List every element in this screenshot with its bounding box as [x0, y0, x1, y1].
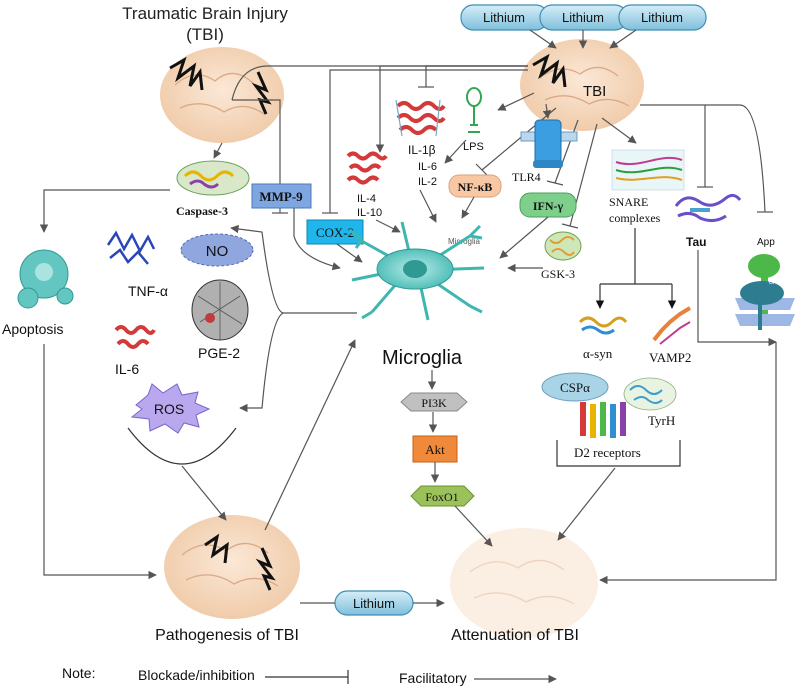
lithium-label-2: Lithium: [562, 10, 604, 25]
legend-blockade-label: Blockade/inhibition: [138, 667, 255, 683]
pge2-label: PGE-2: [198, 345, 240, 361]
akt-label: Akt: [425, 442, 445, 457]
tnfa-label: TNF-α: [128, 283, 168, 299]
gsk3-label: GSK-3: [541, 267, 575, 281]
lithium-top-group: Lithium Lithium Lithium: [460, 4, 707, 31]
title-line2: (TBI): [186, 25, 224, 44]
snare-label-2: complexes: [609, 211, 661, 225]
attenuation-label: Attenuation of TBI: [451, 627, 579, 644]
brain-tbi: [520, 39, 644, 131]
tyrh-label: TyrH: [648, 413, 675, 428]
il6-top-label: IL-6: [418, 161, 437, 173]
lps-label: LPS: [463, 141, 484, 153]
tau-label: Tau: [686, 235, 706, 249]
mmp9-label: MMP-9: [259, 189, 303, 204]
ros-starburst: ROS: [130, 383, 211, 434]
lithium-label-3: Lithium: [641, 10, 683, 25]
pge2-molecule-icon: [191, 279, 249, 341]
ros-label: ROS: [154, 401, 184, 417]
il6-protein-icon: [114, 325, 156, 349]
title-line1: Traumatic Brain Injury: [122, 4, 288, 23]
app-label: App: [757, 237, 775, 248]
cox2-label: COX-2: [316, 225, 354, 240]
no-cloud: NO: [180, 233, 254, 267]
lithium-bottom: Lithium: [334, 590, 414, 616]
akt-box: Akt: [412, 435, 458, 463]
foxo1-label: FoxO1: [425, 490, 458, 504]
il4-label: IL-4: [357, 193, 376, 205]
mmp9-box: MMP-9: [251, 183, 312, 209]
brain-attenuation: [450, 528, 598, 638]
il1b-protein-icon: [395, 99, 446, 137]
asyn-protein-icon: [578, 316, 628, 335]
il4-protein-icon: [346, 151, 388, 185]
bace1-label: BACE1: [769, 280, 789, 286]
snare-complex-icon: [611, 149, 685, 191]
d2-receptors-label: D2 receptors: [574, 445, 641, 460]
pathogenesis-label: Pathogenesis of TBI: [155, 627, 299, 644]
foxo1-box: FoxO1: [410, 485, 475, 507]
microglia-cell-icon: [349, 221, 485, 321]
pi3k-box: PI3K: [400, 392, 468, 412]
vamp2-protein-icon: [652, 306, 692, 345]
caspase3-label: Caspase-3: [176, 204, 228, 218]
tau-protein-icon: [674, 193, 742, 223]
legend-blockade-symbol: [265, 670, 349, 684]
cspa-label: CSPα: [560, 380, 590, 395]
il10-label: IL-10: [357, 207, 382, 219]
no-label: NO: [206, 243, 229, 260]
tnfa-protein-icon: [106, 230, 156, 265]
tbi-label: TBI: [583, 83, 606, 100]
brain-pathogenesis: [164, 515, 300, 619]
nfkb-label: NF-κB: [458, 180, 493, 194]
ifng-label: IFN-γ: [533, 199, 564, 213]
legend-facilitatory-label: Facilitatory: [399, 670, 467, 686]
snare-label-1: SNARE: [609, 195, 648, 209]
ifng-box: IFN-γ: [519, 192, 577, 218]
il6-label: IL-6: [115, 361, 139, 377]
caspase3-protein-icon: [176, 160, 250, 196]
vamp2-label: VAMP2: [649, 350, 691, 365]
il2-label: IL-2: [418, 176, 437, 188]
lithium-label-bottom: Lithium: [353, 596, 395, 611]
pi3k-label: PI3K: [421, 396, 447, 410]
apoptosis-cell-icon: [17, 249, 74, 309]
tyrh-protein-icon: [623, 377, 677, 411]
app-bace1-icon: [735, 254, 795, 330]
gsk3-protein-icon: [544, 231, 582, 261]
microglia-label: Microglia: [382, 347, 463, 369]
d2-receptor-icon: [580, 402, 626, 438]
brain-top-left: [160, 47, 284, 143]
tlr4-receptor-icon: [520, 119, 578, 168]
tlr4-label: TLR4: [512, 170, 541, 184]
legend-note: Note:: [62, 665, 95, 681]
nfkb-box: NF-κB: [448, 174, 502, 198]
lithium-label-1: Lithium: [483, 10, 525, 25]
apoptosis-label: Apoptosis: [2, 321, 63, 337]
microglia-small-label: Microglia: [448, 237, 481, 246]
cspa-cloud: CSPα: [541, 372, 609, 402]
lps-icon: [466, 87, 482, 133]
asyn-label: α-syn: [583, 346, 613, 361]
il1b-label: IL-1β: [408, 143, 436, 157]
